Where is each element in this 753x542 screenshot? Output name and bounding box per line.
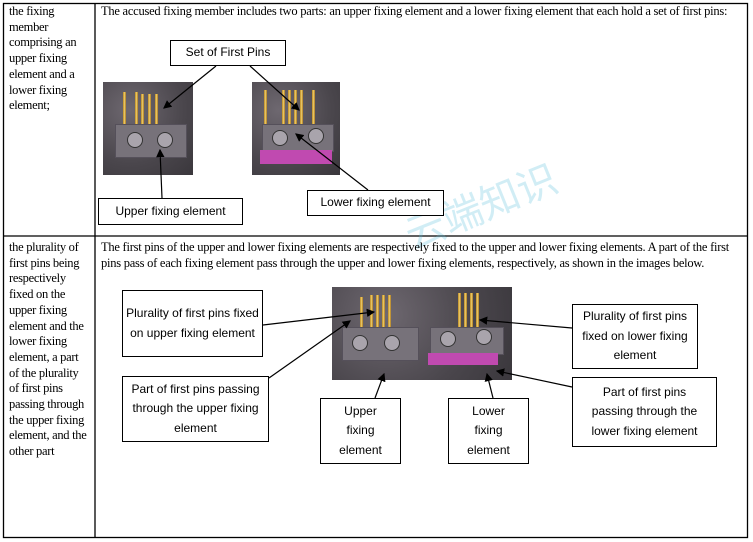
description-first-pins: The first pins of the upper and lower fi…: [101, 240, 729, 270]
label-lower-fixing-element-2: Lower fixing element: [448, 398, 529, 464]
arrow-pins-lower: [249, 65, 300, 111]
label-upper-fixing-element-2: Upper fixing element: [320, 398, 401, 464]
arrow-lower-element: [295, 133, 369, 191]
upper-fixing-element-photo: [103, 82, 193, 175]
arrow-pins-upper: [163, 65, 217, 109]
label-set-of-first-pins: Set of First Pins: [170, 40, 286, 66]
arrow-upper-element-2: [374, 372, 386, 399]
arrow-lower-element-2: [484, 372, 494, 399]
arrow-pins-fixed-lower: [478, 316, 573, 329]
arrow-pass-lower: [495, 368, 573, 388]
label-pins-fixed-on-lower: Plurality of first pins fixed on lower f…: [572, 304, 698, 369]
label-pins-passing-upper: Part of first pins passing through the u…: [122, 376, 269, 442]
arrow-pins-fixed-upper: [262, 308, 376, 326]
lower-fixing-element-photo: [252, 82, 340, 175]
label-pins-passing-lower: Part of first pins passing through the l…: [572, 377, 717, 447]
description-fixing-member: The accused fixing member includes two p…: [101, 4, 728, 18]
label-pins-fixed-on-upper: Plurality of first pins fixed on upper f…: [122, 290, 263, 357]
label-upper-fixing-element: Upper fixing element: [98, 198, 243, 225]
arrow-upper-element: [156, 148, 165, 199]
claim-text-fixing-member: the fixing member comprising an upper fi…: [9, 4, 77, 113]
claim-text-plurality-of-first-pins: the plurality of first pins being respec…: [9, 240, 87, 459]
label-lower-fixing-element: Lower fixing element: [307, 190, 444, 216]
arrow-pass-upper: [268, 320, 351, 379]
fixing-elements-photo: [332, 287, 512, 380]
